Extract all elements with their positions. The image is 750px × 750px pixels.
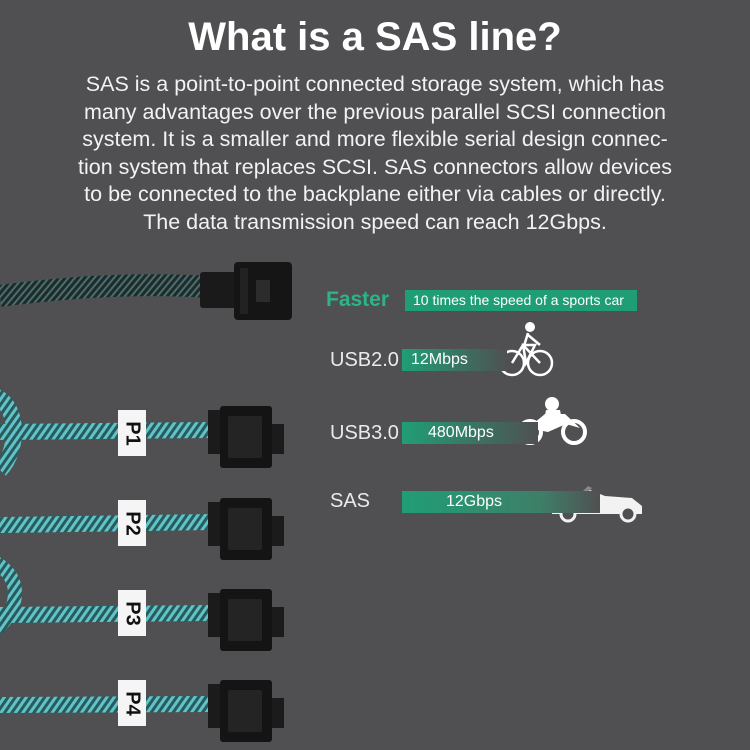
cable-p2 (0, 498, 284, 560)
sff-connector-boot (200, 272, 236, 308)
faster-note-bar: 10 times the speed of a sports car (405, 290, 637, 311)
main-cable (0, 262, 292, 320)
usb2-speed-bar: 12Mbps (402, 349, 507, 371)
sas-label: SAS (330, 490, 371, 512)
usb3-label: USB3.0 (330, 422, 399, 444)
port-label-p3: P3 (118, 590, 146, 636)
cable-p3 (0, 589, 284, 651)
description: SAS is a point-to-point connected storag… (14, 71, 736, 236)
cable-p1 (0, 406, 284, 468)
usb2-label: USB2.0 (330, 349, 399, 371)
port-label-p2: P2 (118, 500, 146, 546)
page-title: What is a SAS line? (188, 15, 562, 59)
description-line: tion system that replaces SCSI. SAS conn… (78, 154, 672, 179)
sas-speed-bar: 12Gbps (402, 491, 600, 513)
description-line: system. It is a smaller and more flexibl… (82, 127, 668, 151)
faster-label: Faster (326, 288, 390, 311)
description-line: many advantages over the previous parall… (83, 99, 667, 124)
port-label-p4: P4 (118, 680, 146, 726)
bicycle-icon (498, 322, 554, 377)
description-line: SAS is a point-to-point connected storag… (85, 72, 665, 96)
cable-p4 (0, 680, 284, 742)
port-label-p1: P1 (118, 410, 146, 456)
usb3-speed-bar: 480Mbps (402, 422, 538, 444)
description-line: The data transmission speed can reach 12… (143, 209, 607, 234)
description-line: to be connected to the backplane either … (84, 182, 666, 206)
